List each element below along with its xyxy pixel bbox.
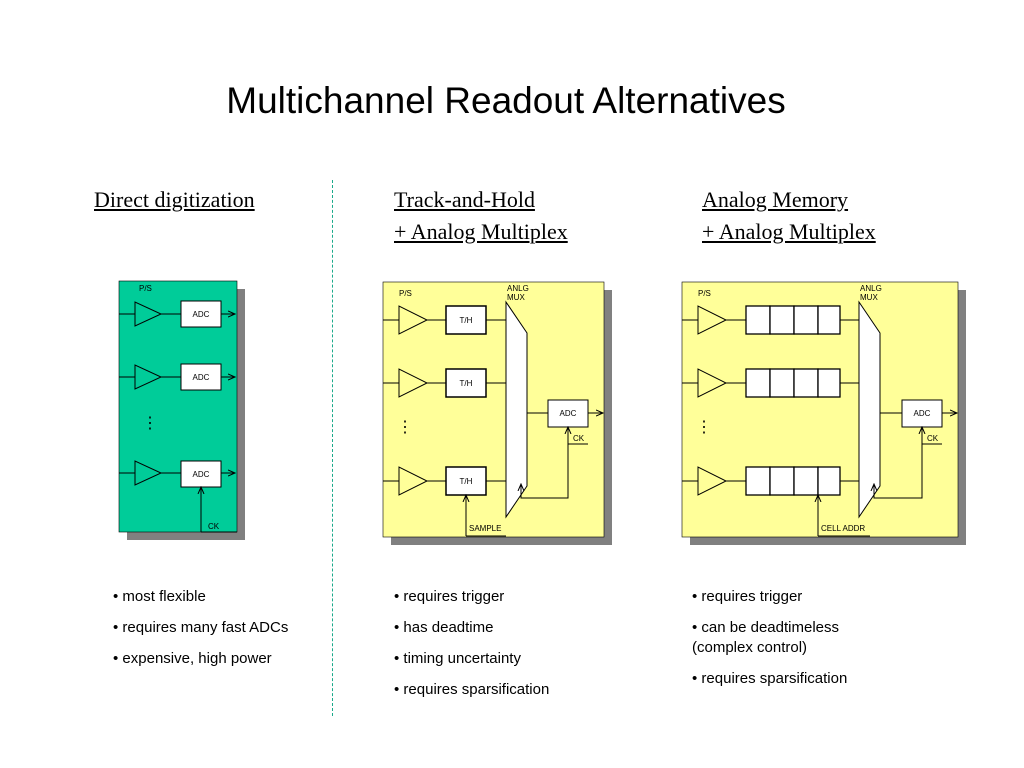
multiplexer-block [858,300,881,519]
adc-label: ADC [193,470,210,479]
channel-2 [682,368,859,398]
channel-3: T/H [383,466,506,496]
mux-label: MUX [860,293,878,302]
memory-cell [793,466,819,496]
track-hold-block [445,466,487,496]
memory-cell [817,305,841,335]
bullet-item: • requires sparsification [692,670,848,687]
bullets-track-and-hold: • requires trigger • has deadtime • timi… [394,587,624,711]
heading-analog-memory: Analog Memory + Analog Multiplex [702,184,876,248]
amplifier-icon [697,305,728,335]
ellipsis-dots: ⋮ [696,419,712,436]
amplifier-icon [697,368,728,398]
amplifier-icon [398,368,429,398]
bullet-item: • expensive, high power [113,650,272,667]
multiplexer-block [505,300,528,519]
bullets-direct-digitization: • most flexible • requires many fast ADC… [113,587,328,680]
adc-label: ADC [560,409,577,418]
ps-label: P/S [139,284,152,293]
ellipsis-dots: ⋮ [142,415,158,432]
mux-label: ANLG [507,284,529,293]
adc-label: ADC [914,409,931,418]
memory-cell [769,466,795,496]
memory-cell [745,305,771,335]
memory-cell [769,305,795,335]
ck-label: CK [927,434,939,443]
bullet-item: • has deadtime [394,619,494,636]
heading-line: + Analog Multiplex [394,219,568,244]
control-line [521,444,569,499]
bullet-item: • requires sparsification [394,681,550,698]
adc-block [180,460,222,488]
bullet-item: • most flexible [113,588,206,605]
adc-label: ADC [193,310,210,319]
memory-cell [793,368,819,398]
column-divider [332,180,333,716]
diagram-track-and-hold: P/S ANLG MUX T/H T/H ⋮ T/H [382,281,612,545]
heading-line: + Analog Multiplex [702,219,876,244]
track-hold-block [445,305,487,335]
memory-cell [769,368,795,398]
channel-3 [682,466,859,496]
memory-cell [817,368,841,398]
bullet-item: • can be deadtimeless (complex control) [692,619,840,656]
amplifier-icon [134,301,163,327]
heading-direct-digitization: Direct digitization [94,184,255,216]
amplifier-icon [134,460,163,486]
ps-label: P/S [698,289,711,298]
bullet-item: • requires many fast ADCs [113,619,289,636]
cell-addr-label: CELL ADDR [821,524,865,533]
channel-2: ADC [119,363,235,391]
heading-line: Analog Memory [702,187,849,212]
heading-line: Track-and-Hold [394,187,535,212]
mux-label: ANLG [860,284,882,293]
th-label: T/H [460,477,473,486]
channel-2: T/H [383,368,506,398]
memory-cell [817,466,841,496]
bullet-item: • timing uncertainty [394,650,521,667]
heading-track-and-hold: Track-and-Hold + Analog Multiplex [394,184,568,248]
th-label: T/H [460,379,473,388]
channel-1: ADC [119,300,235,328]
page-title: Multichannel Readout Alternatives [226,80,786,121]
amplifier-icon [697,466,728,496]
sample-label: SAMPLE [469,524,501,533]
adc-block [180,363,222,391]
memory-cells [745,368,841,398]
channel-1: T/H [383,305,506,335]
amplifier-icon [398,305,429,335]
th-label: T/H [460,316,473,325]
heading-line: Direct digitization [94,187,255,212]
mux-label: MUX [507,293,525,302]
bullet-item: • requires trigger [394,588,505,605]
amplifier-icon [398,466,429,496]
adc-label: ADC [193,373,210,382]
memory-cell [793,305,819,335]
ck-label: CK [208,522,220,531]
ellipsis-dots: ⋮ [397,419,413,436]
control-line [874,444,923,499]
ck-label: CK [573,434,585,443]
adc-block [901,399,943,428]
diagram-analog-memory: P/S ANLG MUX [681,281,966,545]
memory-cell [745,466,771,496]
channel-1 [682,305,859,335]
channel-3: ADC [119,460,235,488]
adc-block [547,399,589,428]
track-hold-block [445,368,487,398]
amplifier-icon [134,364,163,390]
bullets-analog-memory: • requires trigger • can be deadtimeless… [692,587,892,700]
bullet-item: • requires trigger [692,588,803,605]
diagram-direct-digitization: P/S ADC ADC ⋮ ADC CK [118,280,245,540]
memory-cell [745,368,771,398]
memory-cells [745,305,841,335]
memory-cells [745,466,841,496]
ps-label: P/S [399,289,412,298]
